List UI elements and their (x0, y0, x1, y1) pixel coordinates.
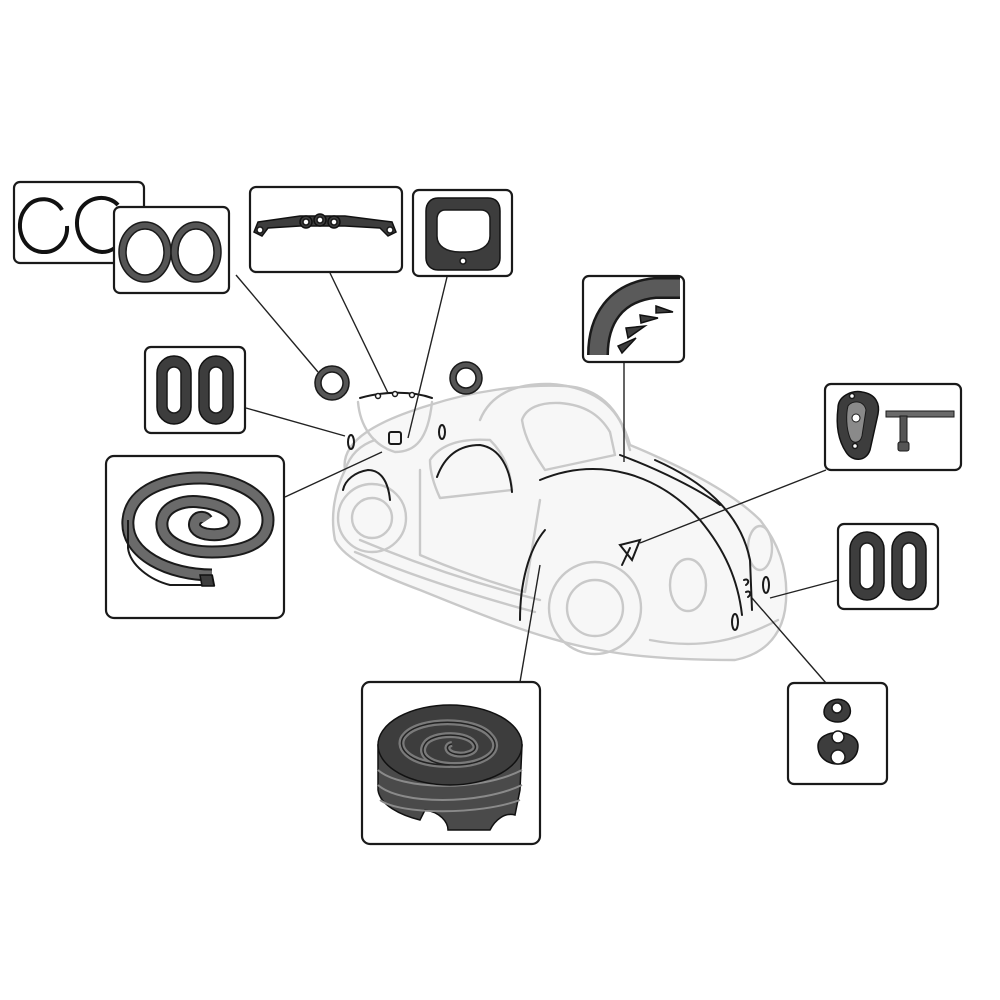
rear-fender-bead-right (436, 443, 513, 493)
front-indicator-small-left (731, 613, 739, 631)
car-front-hub (565, 578, 625, 638)
hood-handle-seal[interactable] (248, 185, 404, 274)
car-windshield (520, 401, 617, 472)
hood-seal-roll[interactable] (104, 454, 286, 620)
engine-lid-outline (356, 400, 434, 454)
mirror-gasket-icon (836, 390, 955, 460)
leader-handle-seal (329, 272, 389, 394)
oval-seal-pair-icon (156, 355, 234, 425)
license-light-seal[interactable] (411, 188, 514, 278)
leader-rear-indicators (245, 407, 346, 437)
keyhole-gasket-icon (817, 698, 859, 765)
seal-highlights (314, 361, 770, 631)
headlight-rim-seals[interactable] (112, 205, 231, 295)
car-body (331, 384, 788, 662)
car-front-wheel (547, 560, 643, 656)
car-outline (331, 382, 788, 662)
wiper-grommet-small-b (745, 590, 752, 598)
leader-front-indicators (769, 579, 839, 599)
rear-indicator-small-left (347, 434, 355, 450)
rear-indicator-small-right (438, 424, 446, 440)
fender-bead-icon (587, 277, 680, 356)
car-door (418, 468, 542, 594)
front-fender-bead-rear (519, 529, 546, 621)
wiper-grommet-small-a (743, 578, 750, 586)
leader-hood-roll (284, 451, 383, 498)
handle-gasket-icon (253, 213, 397, 237)
car-rear-hub (350, 496, 394, 540)
headlight-retaining-rings[interactable] (12, 180, 146, 265)
car-roof (478, 382, 632, 452)
leader-fender-roll (519, 564, 541, 683)
front-indicator-seals[interactable] (143, 345, 247, 435)
leader-rim-seals (235, 274, 319, 373)
car-rear-wheel (336, 482, 408, 554)
license-light-small (388, 431, 402, 445)
hood-edge-seal (619, 454, 721, 506)
leader-wiper-grommet (751, 597, 827, 684)
rear-fender-bead-left (342, 468, 391, 501)
car-side-window (428, 438, 514, 500)
leader-mirror-seal (639, 469, 827, 544)
rear-indicator-seals[interactable] (836, 522, 940, 611)
rounded-square-gasket-icon (425, 197, 501, 271)
mirror-gasket-small (618, 538, 642, 562)
car-front-bumper (648, 618, 780, 646)
leader-lines (235, 272, 839, 684)
front-indicator-small-right (762, 576, 770, 594)
car-running-board (358, 538, 542, 602)
seal-roll-icon (121, 471, 275, 587)
front-fender-bead-top (539, 468, 743, 616)
side-mirror-seal[interactable] (823, 382, 963, 472)
wide-seal-roll-icon (377, 704, 523, 831)
fender-gasket-roll[interactable] (360, 680, 542, 846)
ring-seal-pair-icon (118, 221, 222, 283)
leader-license-seal (407, 276, 448, 439)
car-headlight-right (746, 524, 774, 572)
oval-seal-pair-icon (849, 531, 927, 601)
car-running-board-lower (353, 550, 537, 614)
wiper-grommet-seal[interactable] (786, 681, 889, 786)
car-engine-lid (343, 438, 377, 472)
fender-beading[interactable] (581, 274, 686, 364)
front-fender-bead-outer (654, 459, 753, 611)
car-headlight-left (668, 557, 708, 613)
